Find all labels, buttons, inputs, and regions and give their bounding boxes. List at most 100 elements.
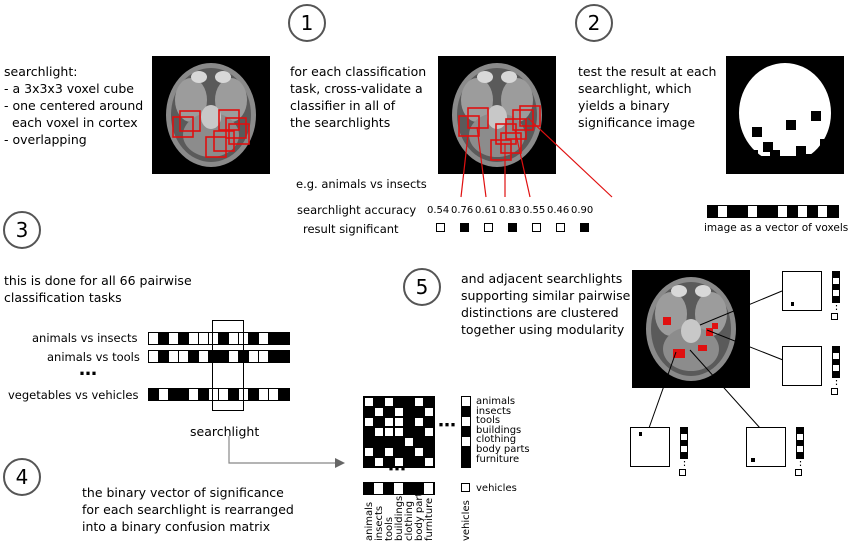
rotated-label-vehicles: vehicles [461,500,472,541]
brain-image-searchlights [152,56,270,174]
vector-end-cell [831,313,838,320]
vector-cell [209,351,219,362]
matrix-corner-cell [461,483,470,492]
vector-cell [229,351,239,362]
mini-cell [638,431,643,436]
row-label-2: animals vs tools [47,350,140,364]
step-2-circle: 2 [575,4,613,42]
category-label: body parts [476,444,530,455]
matrix-cell [424,437,434,447]
vector-cell [159,333,169,344]
vector-cell [279,351,289,362]
vector-cell [681,452,687,458]
step-4-text: the binary vector of significance for ea… [82,485,294,534]
vector-cell [279,389,289,400]
vector-cell [833,290,839,296]
vector-cell [718,206,728,217]
vector-cell [833,371,839,377]
matrix-cell [424,417,434,427]
vector-dots: ⋮ [679,455,690,468]
step-1-text: for each classification task, cross-vali… [290,64,427,130]
vector-cell [179,333,189,344]
significance-square [436,223,445,232]
vector-cell [169,351,179,362]
vector-cell [219,389,229,400]
matrix-cell [404,397,414,407]
matrix-cell [404,417,414,427]
example-label: e.g. animals vs insects [296,177,427,191]
vector-end-cell [679,469,686,476]
vector-caption: image as a vector of voxels [704,222,849,234]
cluster-matrix-3-vector [680,427,688,459]
vector-cell [159,389,169,400]
vector-end-cell [831,388,838,395]
matrix-cell [424,407,434,417]
vector-cell [249,351,259,362]
matrix-last-column [461,396,471,468]
arrow-line [228,436,338,464]
matrix-cell [394,417,404,427]
category-label: insects [476,405,512,417]
category-label: animals [476,396,516,407]
vector-cell [149,389,159,400]
vector-cell [833,284,839,290]
significance-square [484,223,493,232]
matrix-column-cell [462,437,470,447]
significance-square [556,223,565,232]
accuracy-value: 0.76 [451,205,474,216]
vector-cell [394,483,404,494]
vector-cell [249,333,259,344]
vector-cell [788,206,798,217]
vector-cell [797,428,803,434]
vector-cell [738,206,748,217]
matrix-column-cell [462,407,470,417]
vector-cell [778,206,788,217]
vector-cell [681,440,687,446]
vector-cell [833,365,839,371]
matrix-column-cell [462,457,470,467]
matrix-cell [364,397,374,407]
category-label: furniture [476,453,520,465]
matrix-cell [414,457,424,467]
vector-cell [169,389,179,400]
vector-cell [797,446,803,452]
matrix-cell [424,397,434,407]
vector-dots: ⋮ [831,299,842,312]
row-label-dots: … [79,359,97,380]
vector-cell [239,351,249,362]
vector-cell [179,351,189,362]
searchlight-caption: searchlight [190,424,260,439]
vector-cell [209,333,219,344]
vector-cell [833,359,839,365]
vector-cell [797,440,803,446]
matrix-column-cell [462,417,470,427]
vector-cell [833,278,839,284]
vector-cell [758,206,768,217]
matrix-cell [394,397,404,407]
vector-cell [797,434,803,440]
matrix-cell [414,417,424,427]
vector-cell [239,389,249,400]
matrix-cell [414,397,424,407]
accuracy-value: 0.61 [475,205,498,216]
vector-cell [279,333,289,344]
vector-dots: ⋮ [795,455,806,468]
matrix-cell [384,437,394,447]
matrix-cell [404,437,414,447]
vector-cell [179,389,189,400]
category-label: tools [476,415,501,427]
accuracy-value: 0.55 [523,205,546,216]
matrix-cell [394,427,404,437]
matrix-cell [374,417,384,427]
task-vector-3 [148,388,290,401]
accuracy-value: 0.90 [571,205,594,216]
matrix-cell [414,427,424,437]
vector-cell [833,353,839,359]
brain-image-clusters [632,270,750,388]
matrix-cell [384,417,394,427]
row-label-3: vegetables vs vehicles [8,388,139,402]
accuracy-value: 0.54 [427,205,450,216]
matrix-cell [404,427,414,437]
vector-cell [229,389,239,400]
significance-square [460,223,469,232]
